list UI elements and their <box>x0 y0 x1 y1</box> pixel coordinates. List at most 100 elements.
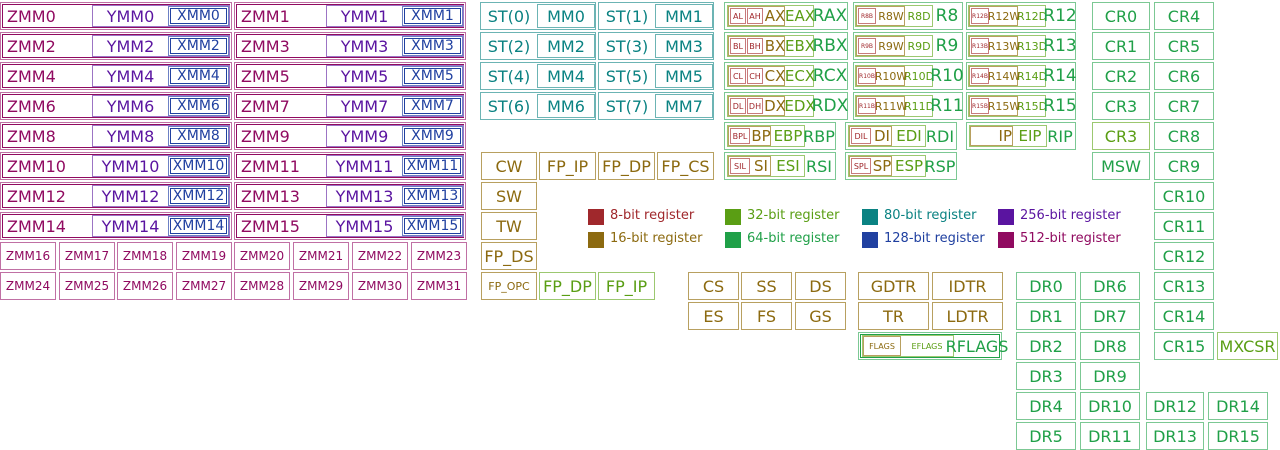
gpr-8-low[interactable]: DL <box>730 98 746 114</box>
debug-register[interactable]: DR12 <box>1146 392 1204 420</box>
segment-register[interactable]: FS <box>741 302 792 330</box>
control-register[interactable]: CR3 <box>1092 92 1150 120</box>
st-register[interactable]: ST(5)MM5 <box>598 62 714 90</box>
gpr-8-high[interactable]: BH <box>747 38 763 54</box>
zmm-register-small[interactable]: ZMM21 <box>293 242 349 270</box>
debug-register[interactable]: DR8 <box>1080 332 1140 360</box>
debug-register[interactable]: DR15 <box>1208 422 1268 450</box>
debug-register[interactable]: DR3 <box>1016 362 1076 390</box>
control-register[interactable]: CR9 <box>1154 152 1214 180</box>
gpr-ext-8[interactable]: R8B <box>858 8 876 24</box>
gpr-index-8[interactable]: DIL <box>851 128 871 144</box>
mm-register[interactable]: MM0 <box>537 4 595 28</box>
zmm-register-small[interactable]: ZMM26 <box>117 272 173 300</box>
zmm-register-small[interactable]: ZMM23 <box>411 242 467 270</box>
zmm-register-small[interactable]: ZMM27 <box>176 272 232 300</box>
control-register[interactable]: CR1 <box>1092 32 1150 60</box>
zmm-register-small[interactable]: ZMM18 <box>117 242 173 270</box>
fpu-fp-ip-64[interactable]: FP_IP <box>598 272 655 300</box>
zmm-register-small[interactable]: ZMM31 <box>411 272 467 300</box>
zmm-register-small[interactable]: ZMM29 <box>293 272 349 300</box>
fpu-sw[interactable]: SW <box>481 182 537 210</box>
descriptor-table-register[interactable]: GDTR <box>858 272 929 300</box>
control-register[interactable]: CR12 <box>1154 242 1214 270</box>
debug-register[interactable]: DR14 <box>1208 392 1268 420</box>
segment-register[interactable]: GS <box>795 302 846 330</box>
mm-register[interactable]: MM3 <box>655 34 713 58</box>
fpu-fp-ds[interactable]: FP_DS <box>481 242 537 270</box>
st-register[interactable]: ST(7)MM7 <box>598 92 714 120</box>
flags-register[interactable]: FLAGS <box>863 336 901 356</box>
zmm-register-small[interactable]: ZMM17 <box>59 242 115 270</box>
msw-register[interactable]: MSW <box>1092 152 1150 180</box>
debug-register[interactable]: DR11 <box>1080 422 1140 450</box>
zmm-register-small[interactable]: ZMM28 <box>234 272 290 300</box>
control-register[interactable]: CR15 <box>1154 332 1214 360</box>
xmm-register[interactable]: XMM0 <box>168 6 229 26</box>
control-register[interactable]: CR14 <box>1154 302 1214 330</box>
mxcsr-register[interactable]: MXCSR <box>1217 332 1278 360</box>
descriptor-table-register[interactable]: TR <box>858 302 929 330</box>
zmm-register-small[interactable]: ZMM19 <box>176 242 232 270</box>
gpr-ext-8[interactable]: R11B <box>858 98 876 114</box>
st-register[interactable]: ST(1)MM1 <box>598 2 714 30</box>
debug-register[interactable]: DR9 <box>1080 362 1140 390</box>
gpr-index-8[interactable]: SIL <box>730 158 750 174</box>
segment-register[interactable]: CS <box>688 272 739 300</box>
debug-register[interactable]: DR4 <box>1016 392 1076 420</box>
zmm-register-small[interactable]: ZMM16 <box>0 242 56 270</box>
xmm-register[interactable]: XMM10 <box>168 156 229 176</box>
mm-register[interactable]: MM6 <box>537 94 595 118</box>
st-register[interactable]: ST(0)MM0 <box>480 2 596 30</box>
gpr-8-high[interactable]: CH <box>747 68 763 84</box>
control-register[interactable]: CR10 <box>1154 182 1214 210</box>
zmm-register-small[interactable]: ZMM25 <box>59 272 115 300</box>
control-register[interactable]: CR0 <box>1092 2 1150 30</box>
gpr-index-8[interactable]: SPL <box>851 158 871 174</box>
debug-register[interactable]: DR0 <box>1016 272 1076 300</box>
debug-register[interactable]: DR5 <box>1016 422 1076 450</box>
control-register[interactable]: CR13 <box>1154 272 1214 300</box>
control-register[interactable]: CR5 <box>1154 32 1214 60</box>
xmm-register[interactable]: XMM13 <box>402 186 463 206</box>
xmm-register[interactable]: XMM15 <box>402 216 463 236</box>
debug-register[interactable]: DR6 <box>1080 272 1140 300</box>
